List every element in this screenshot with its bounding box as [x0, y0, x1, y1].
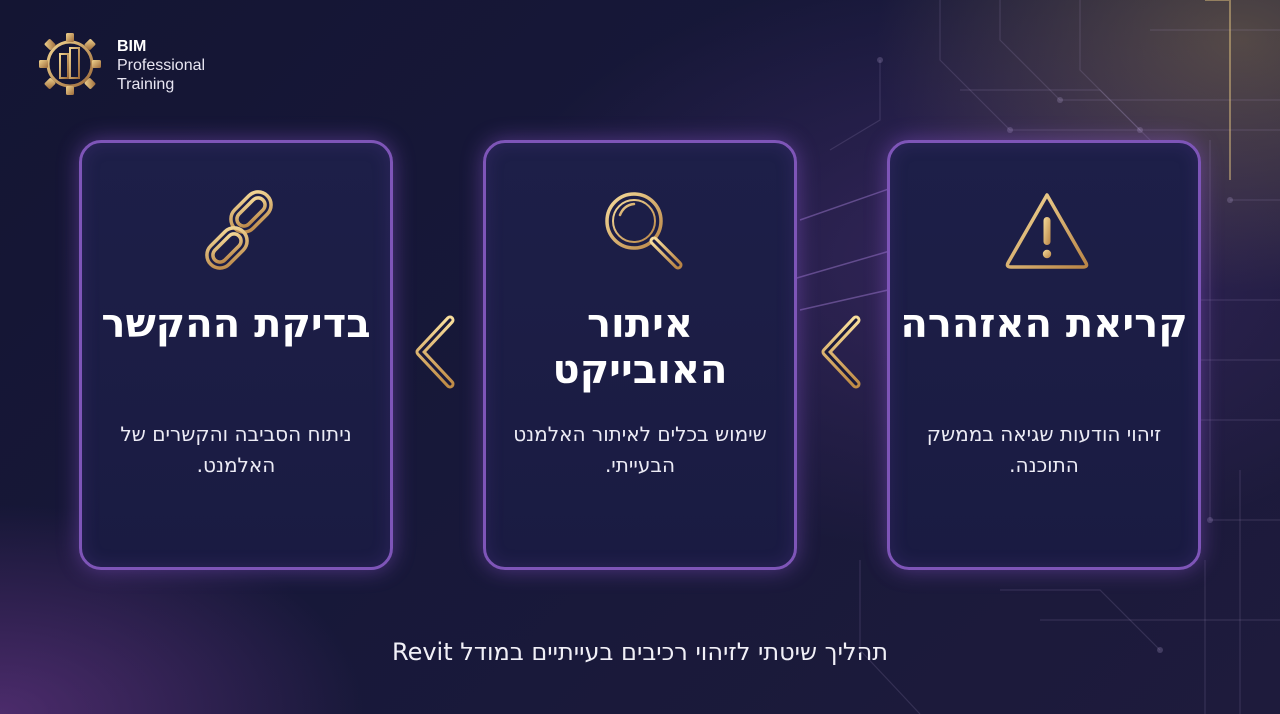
step-description: ניתוח הסביבה והקשרים של האלמנט.: [120, 422, 352, 477]
chevron-left-icon: [415, 315, 455, 389]
step-title: קריאת האזהרה: [900, 301, 1188, 347]
step-card-check-context: בדיקת ההקשר ניתוח הסביבה והקשרים של האלמ…: [79, 140, 393, 570]
brand-logo: BIM Professional Training: [36, 30, 236, 102]
step-description: זיהוי הודעות שגיאה בממשק התוכנה.: [926, 422, 1162, 477]
chain-link-icon: [205, 190, 273, 270]
step-description: שימוש בכלים לאיתור האלמנט הבעייתי.: [513, 422, 767, 477]
warning-triangle-icon: [1005, 193, 1089, 269]
step-card-locate-object: איתור האובייקט שימוש בכלים לאיתור האלמנט…: [483, 140, 797, 570]
logo-line-training: Training: [117, 76, 175, 93]
gear-building-icon: [39, 33, 101, 95]
magnifier-icon: [605, 192, 683, 270]
step-title: בדיקת ההקשר: [101, 301, 371, 347]
logo-line-professional: Professional: [117, 57, 206, 74]
footer-caption: תהליך שיטתי לזיהוי רכיבים בעייתיים במודל…: [391, 638, 889, 666]
step-card-read-warning: קריאת האזהרה זיהוי הודעות שגיאה בממשק הת…: [887, 140, 1201, 570]
step-title: איתור האובייקט: [552, 301, 728, 393]
logo-line-bim: BIM: [117, 38, 147, 55]
chevron-left-icon: [821, 315, 861, 389]
